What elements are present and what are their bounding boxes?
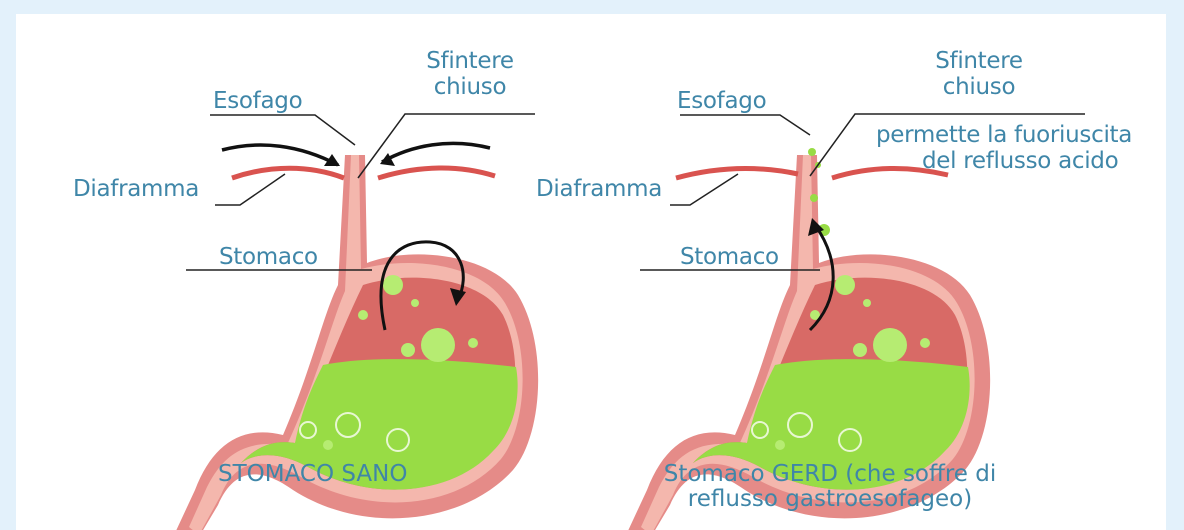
gerd-sphincter-line2: chiuso (924, 74, 1034, 100)
diaphragm-right-healthy (378, 168, 495, 178)
leader-esophagus-healthy (210, 115, 355, 145)
diaphragm-left-healthy (232, 168, 344, 178)
healthy-diaphragm-label: Diaframma (73, 176, 199, 202)
gerd-sphincter-line1: Sfintere (924, 48, 1034, 74)
gerd-caption-line1: Stomaco GERD (che soffre di (620, 462, 1040, 487)
healthy-esophagus-label: Esofago (213, 88, 302, 114)
gerd-caption-line2: reflusso gastroesofageo) (620, 487, 1040, 512)
leader-esophagus-gerd (680, 115, 810, 135)
gerd-stomach-label: Stomaco (680, 244, 779, 270)
gerd-caption: Stomaco GERD (che soffre di reflusso gas… (620, 462, 1040, 512)
pressure-arrow-right (382, 143, 490, 162)
pressure-arrow-left (222, 145, 338, 165)
gerd-reflux-label-line2: del reflusso acido (922, 148, 1118, 174)
healthy-caption: STOMACO SANO (218, 462, 407, 487)
healthy-sphincter-line2: chiuso (415, 74, 525, 100)
gerd-diaphragm-label: Diaframma (536, 176, 662, 202)
leader-diaphragm-healthy (215, 174, 285, 205)
gerd-sphincter-label: Sfintere chiuso (924, 48, 1034, 100)
gerd-reflux-label-line1: permette la fuoriuscita (876, 122, 1132, 148)
healthy-stomach-label: Stomaco (219, 244, 318, 270)
healthy-sphincter-label: Sfintere chiuso (415, 48, 525, 100)
healthy-sphincter-line1: Sfintere (415, 48, 525, 74)
gerd-esophagus-label: Esofago (677, 88, 766, 114)
diaphragm-left-gerd (676, 168, 798, 178)
